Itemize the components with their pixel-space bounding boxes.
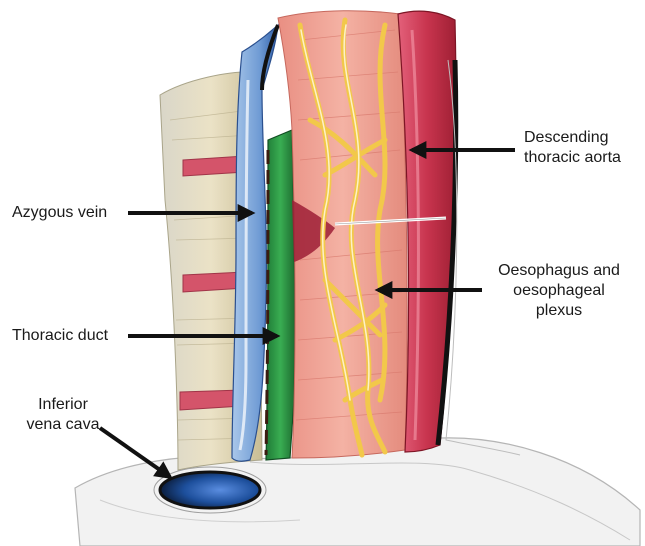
label-line: plexus (484, 301, 634, 321)
intervertebral-disc (183, 156, 245, 176)
label-line: Inferior (8, 395, 118, 415)
label-line: Azygous vein (12, 203, 107, 223)
label-thoracic-duct: Thoracic duct (12, 326, 108, 346)
label-line: Descending (524, 128, 621, 148)
inferior-vena-cava (160, 472, 260, 508)
label-inferior-vena-cava: Inferior vena cava (8, 395, 118, 435)
label-descending-thoracic-aorta: Descending thoracic aorta (524, 128, 621, 168)
label-line: Oesophagus and (484, 261, 634, 281)
label-azygous-vein: Azygous vein (12, 203, 107, 223)
thoracic-duct (266, 130, 295, 460)
label-line: thoracic aorta (524, 148, 621, 168)
label-line: oesophageal (484, 281, 634, 301)
label-line: vena cava (8, 415, 118, 435)
label-oesophagus-plexus: Oesophagus and oesophageal plexus (484, 261, 634, 321)
label-line: Thoracic duct (12, 326, 108, 346)
